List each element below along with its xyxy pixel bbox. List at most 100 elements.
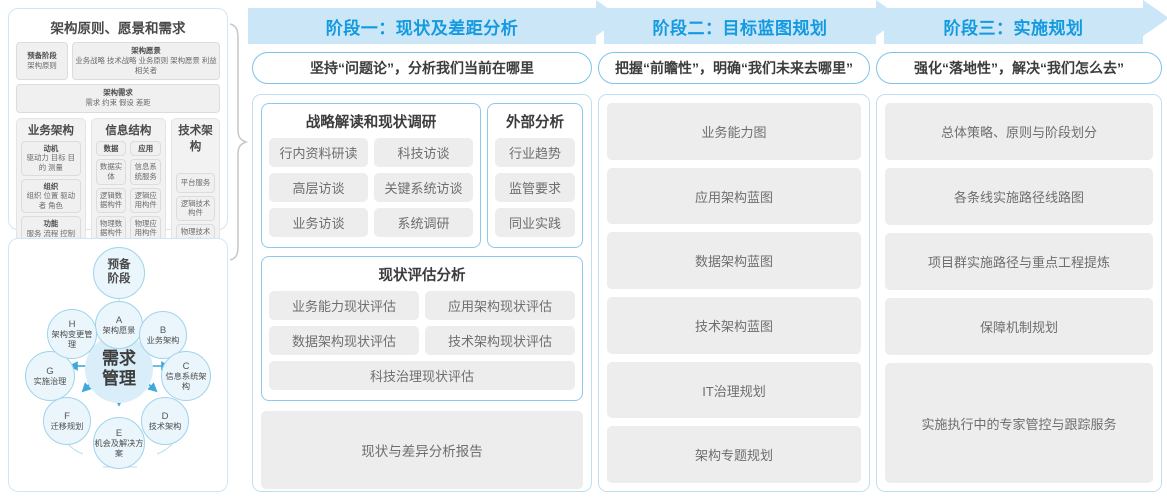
phase-1-header: 阶段一：现状及差距分析 — [248, 8, 596, 44]
gap-analysis-report[interactable]: 现状与差异分析报告 — [261, 411, 583, 489]
chip-overall-strategy[interactable]: 总体策略、原则与阶段划分 — [885, 103, 1153, 161]
adm-node-a[interactable]: A 架构愿景 — [95, 301, 143, 349]
strategy-research-group: 战略解读和现状调研 行内资料研读 科技访谈 高层访谈 关键系统访谈 业务访谈 系… — [261, 103, 481, 248]
adm-node-h[interactable]: H 架构变更管理 — [47, 309, 97, 359]
strategy-row-2: 高层访谈 关键系统访谈 — [269, 173, 473, 202]
chip-industry-trend[interactable]: 行业趋势 — [495, 138, 575, 167]
chip-internal-docs[interactable]: 行内资料研读 — [269, 138, 368, 167]
phase-1-subtitle: 坚持“问题论”，分析我们当前在哪里 — [252, 52, 592, 84]
architecture-vision-title: 架构愿景 — [131, 46, 161, 55]
adm-b-label: 业务架构 — [146, 335, 180, 345]
framework-title: 架构原则、愿景和需求 — [50, 21, 186, 36]
phase-3-title: 阶段三：实施规划 — [943, 18, 1084, 38]
adm-c-label: 信息系统架构 — [165, 371, 207, 391]
adm-node-c[interactable]: C 信息系统架构 — [161, 351, 211, 401]
adm-node-f[interactable]: F 迁移规划 — [43, 397, 91, 445]
technology-arch-title: 技术架构 — [178, 124, 213, 153]
data-title: 数据 — [103, 143, 119, 153]
adm-e-letter: E — [115, 427, 123, 439]
chip-it-governance-assess[interactable]: 科技治理现状评估 — [269, 361, 575, 390]
adm-center-line2: 管理 — [102, 369, 136, 388]
phase-3-header: 阶段三：实施规划 — [884, 8, 1143, 44]
framework-column-information: 信息结构 数据 数据实体 逻辑数据构件 物理数据构件 — [90, 117, 167, 260]
tech-item-logical: 逻辑技术构件 — [176, 195, 215, 221]
chip-business-capability-map[interactable]: 业务能力图 — [607, 103, 861, 160]
chip-expert-tracking-service[interactable]: 实施执行中的专家管控与跟踪服务 — [885, 363, 1153, 483]
architecture-requirements-title: 架构需求 — [103, 87, 133, 97]
external-row-1: 行业趋势 — [495, 138, 575, 167]
phase-3-panel: 总体策略、原则与阶段划分 各条线实施路径线路图 项目群实施路径与重点工程提炼 保… — [876, 94, 1162, 492]
chip-arch-topic-plan[interactable]: 架构专题规划 — [607, 426, 861, 484]
phase-2-title: 阶段二：目标蓝图规划 — [652, 18, 828, 38]
chip-tech-arch-blueprint[interactable]: 技术架构蓝图 — [607, 297, 861, 354]
adm-g-label: 实施治理 — [33, 376, 67, 386]
app-item-logical: 逻辑应用构件 — [130, 187, 162, 213]
data-item-logical: 逻辑数据构件 — [95, 187, 127, 213]
architecture-vision-box: 架构愿景 业务战略 技术战略 业务原则 架构愿景 利益相关者 — [72, 42, 220, 80]
external-row-3: 同业实践 — [495, 208, 575, 237]
chip-data-arch-assess[interactable]: 数据架构现状评估 — [269, 326, 419, 355]
chip-safeguard-plan[interactable]: 保障机制规划 — [885, 298, 1153, 356]
phase-3-list: 总体策略、原则与阶段划分 各条线实施路径线路图 项目群实施路径与重点工程提炼 保… — [877, 95, 1161, 491]
chip-exec-interview[interactable]: 高层访谈 — [269, 173, 368, 202]
chip-tech-arch-assess[interactable]: 技术架构现状评估 — [425, 326, 575, 355]
adm-g-letter: G — [46, 365, 54, 377]
architecture-requirements-box: 架构需求 需求 约束 假设 差距 — [16, 83, 220, 113]
chip-app-arch-assess[interactable]: 应用架构现状评估 — [425, 291, 575, 320]
adm-f-letter: F — [64, 410, 70, 422]
architecture-vision-items: 业务战略 技术战略 业务原则 架构愿景 利益相关者 — [75, 55, 217, 75]
business-block-organization: 组织 组织 位置 驱动者 角色 — [21, 178, 81, 214]
tech-item-platform: 平台服务 — [176, 172, 215, 193]
assessment-row-3: 科技治理现状评估 — [269, 361, 575, 390]
chip-regulatory[interactable]: 监管要求 — [495, 173, 575, 202]
chip-business-interview[interactable]: 业务访谈 — [269, 208, 368, 237]
organization-title: 组织 — [43, 181, 59, 191]
current-state-title: 现状评估分析 — [378, 268, 466, 284]
function-title: 功能 — [43, 219, 59, 229]
connector-bracket — [228, 22, 249, 262]
chip-business-capability-assess[interactable]: 业务能力现状评估 — [269, 291, 419, 320]
adm-d-letter: D — [161, 410, 169, 422]
adm-center-line1: 需求 — [102, 349, 136, 369]
chip-peer-practice[interactable]: 同业实践 — [495, 208, 575, 237]
architecture-requirements-items: 需求 约束 假设 差距 — [85, 98, 151, 108]
framework-columns: 业务架构 动机 驱动力 目标 目的 测量 组织 组织 位置 驱动者 角色 功能 … — [16, 117, 220, 260]
external-analysis-title: 外部分析 — [506, 115, 564, 131]
chip-line-roadmap[interactable]: 各条线实施路径线路图 — [885, 168, 1153, 226]
adm-cycle-card: 预备 阶段 需求 管理 A 架构愿景 B 业务架构 C 信息系统架构 — [8, 238, 228, 492]
adm-node-prep[interactable]: 预备 阶段 — [93, 247, 145, 299]
adm-node-d[interactable]: D 技术架构 — [141, 397, 189, 445]
external-analysis-group: 外部分析 行业趋势 监管要求 同业实践 — [487, 103, 583, 248]
phase-3-subtitle: 强化“落地性”，解决“我们怎么去” — [876, 52, 1162, 84]
chip-app-arch-blueprint[interactable]: 应用架构蓝图 — [607, 167, 861, 225]
adm-node-g[interactable]: G 实施治理 — [25, 351, 75, 401]
phase-1-title: 阶段一：现状及差距分析 — [325, 18, 519, 38]
phase-3-arrow-tip — [1143, 0, 1167, 36]
adm-prep-line2: 阶段 — [107, 273, 131, 285]
current-state-assessment-group: 现状评估分析 业务能力现状评估 应用架构现状评估 数据架构现状评估 技术架构现状… — [261, 256, 583, 401]
business-arch-title: 业务架构 — [27, 124, 74, 137]
chip-system-survey[interactable]: 系统调研 — [374, 208, 473, 237]
organization-items: 组织 位置 驱动者 角色 — [26, 191, 76, 210]
adm-node-e[interactable]: E 机会及解决方案 — [93, 417, 145, 469]
application-subcol-title: 应用 — [130, 140, 162, 157]
left-reference-column: 架构原则、愿景和需求 预备阶段 架构原则 架构愿景 业务战略 技术战略 业务原则… — [8, 8, 228, 492]
prep-phase-box: 预备阶段 架构原则 — [16, 42, 68, 80]
architecture-framework-card: 架构原则、愿景和需求 预备阶段 架构原则 架构愿景 业务战略 技术战略 业务原则… — [8, 8, 228, 302]
motivation-title: 动机 — [43, 143, 59, 153]
phase-1-top-row: 战略解读和现状调研 行内资料研读 科技访谈 高层访谈 关键系统访谈 业务访谈 系… — [261, 103, 583, 248]
assessment-row-1: 业务能力现状评估 应用架构现状评估 — [269, 291, 575, 320]
phase-3-band — [884, 8, 1143, 44]
information-arch-title: 信息结构 — [105, 124, 152, 137]
chip-tech-interview[interactable]: 科技访谈 — [374, 138, 473, 167]
adm-e-label: 机会及解决方案 — [94, 438, 144, 458]
chip-it-governance-plan[interactable]: IT治理规划 — [607, 361, 861, 419]
data-subcol-title: 数据 — [95, 140, 127, 157]
phase-2-header: 阶段二：目标蓝图规划 — [604, 8, 876, 44]
prep-vision-row: 预备阶段 架构原则 架构愿景 业务战略 技术战略 业务原则 架构愿景 利益相关者 — [16, 42, 220, 80]
chip-program-roadmap[interactable]: 项目群实施路径与重点工程提炼 — [885, 233, 1153, 291]
chip-data-arch-blueprint[interactable]: 数据架构蓝图 — [607, 232, 861, 290]
prep-phase-line2: 架构原则 — [27, 60, 57, 70]
chip-key-system-interview[interactable]: 关键系统访谈 — [374, 173, 473, 202]
phase-1-band — [248, 8, 596, 44]
